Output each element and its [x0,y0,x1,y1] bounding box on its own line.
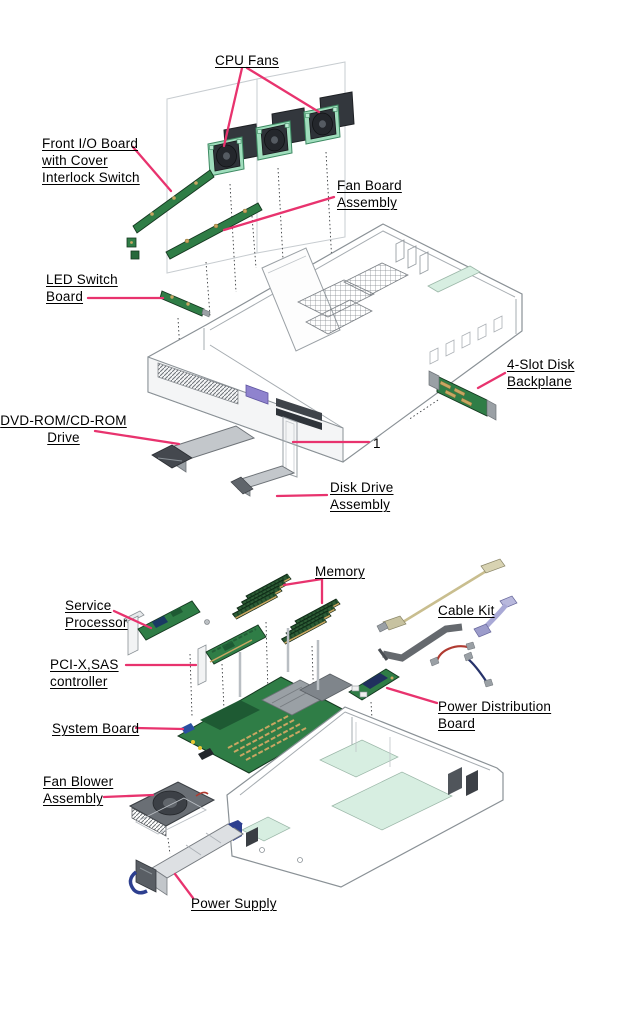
callout-cable-kit: Cable Kit [438,602,495,619]
fan-blower [128,781,216,837]
callout-front-io-line3: Interlock Switch [42,170,140,185]
callout-pdb-line1: Power Distribution [438,699,552,714]
callout-led-line1: LED Switch [46,272,118,287]
callout-fan-blower-line1: Fan Blower [43,774,114,789]
callout-disk-drive-line2: Assembly [330,497,391,512]
callout-power-supply: Power Supply [191,895,277,912]
cpu-fan-2 [255,107,307,161]
leader-system-board [134,726,185,731]
disk-drive [230,465,296,497]
callout-cpu-fans-text: CPU Fans [215,53,279,68]
callout-system-board: System Board [52,720,139,737]
callout-dvd-line1: DVD-ROM/CD-ROM [0,413,127,428]
callout-pci-line1: PCI-X,SAS [50,657,119,672]
callout-fan-blower-assembly: Fan Blower Assembly [43,773,113,807]
leader-pdb [385,686,439,705]
callout-memory: Memory [315,563,365,580]
callout-pci-line2: controller [50,674,108,689]
disk-backplane [428,370,497,421]
leader-dvd [93,429,181,446]
callout-fan-board-line2: Assembly [337,195,398,210]
top-chassis [147,223,523,478]
callout-disk-backplane: 4-Slot Disk Backplane [507,356,574,390]
service-processor-card [123,600,210,656]
callout-dvd-line2: Drive [47,430,80,445]
bottom-chassis [226,706,504,888]
callout-service-line1: Service [65,598,112,613]
ghost-panels [166,61,346,274]
leader-service-proc [112,609,153,630]
leader-backplane [476,371,507,390]
callout-service-line2: Processor [65,615,128,630]
callout-disk-drive-assembly: Disk Drive Assembly [330,479,394,513]
dvd-drive [151,425,256,473]
leader-memory-a [282,577,324,587]
callout-pdb-line2: Board [438,716,476,731]
front-io-board [126,169,215,260]
system-board [176,628,354,774]
leader-cpu-fans-left [222,66,244,148]
callout-service-processor: Service Processor [65,597,128,631]
power-distribution-board [348,668,400,701]
cpu-fan-3 [303,91,355,145]
memory-dimm-group-1 [231,572,293,621]
callout-dvd-drive: DVD-ROM/CD-ROM Drive [0,412,127,446]
callout-backplane-line1: 4-Slot Disk [507,357,575,372]
callout-memory-text: Memory [315,564,365,579]
leader-fan-board [222,195,336,232]
leader-front-io [131,145,173,193]
power-supply [128,820,244,896]
callout-cpu-fans: CPU Fans [215,52,279,69]
callout-front-io-line2: with Cover [42,153,108,168]
callout-fan-board-assembly: Fan Board Assembly [337,177,402,211]
callout-item-ref-text: 1 [373,436,381,451]
callout-fan-board-line1: Fan Board [337,178,402,193]
callout-front-io-line1: Front I/O Board [42,136,139,151]
pci-x-sas-card [197,624,267,686]
callout-power-distribution-board: Power Distribution Board [438,698,551,732]
callout-front-io-board: Front I/O Board with Cover Interlock Swi… [42,135,140,186]
cable-kit [376,558,518,688]
callout-led-line2: Board [46,289,84,304]
callout-system-board-text: System Board [52,721,140,736]
callout-power-supply-text: Power Supply [191,896,277,911]
memory-dimm-group-2 [280,597,342,646]
callout-cable-kit-text: Cable Kit [438,603,495,618]
callout-lines [86,66,507,900]
fan-board [165,202,263,260]
cpu-fan-1 [207,123,259,177]
led-switch-board [159,290,211,318]
callout-led-switch-board: LED Switch Board [46,271,118,305]
leader-power-supply [173,872,195,900]
callout-item-ref-1: 1 [373,435,381,452]
callout-disk-drive-line1: Disk Drive [330,480,394,495]
leader-cpu-fans-right [245,66,321,114]
callout-backplane-line2: Backplane [507,374,572,389]
callout-pci-x-sas-controller: PCI-X,SAS controller [50,656,119,690]
leader-disk-drive [275,493,329,498]
callout-fan-blower-line2: Assembly [43,791,104,806]
leader-fan-blower [102,793,155,799]
